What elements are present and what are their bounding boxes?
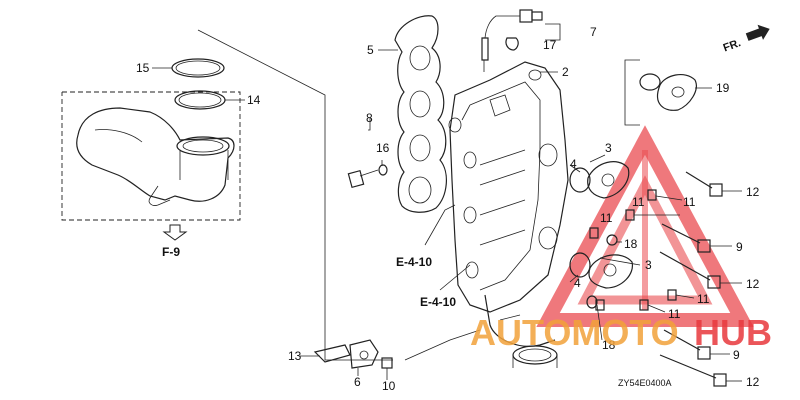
front-label: FR. <box>722 37 743 54</box>
reference-f9: F-9 <box>162 245 180 259</box>
o-ring-14 <box>174 90 226 110</box>
cover-plate-upper <box>569 161 630 199</box>
callout-18-a: 18 <box>624 237 638 251</box>
callout-18-b: 18 <box>602 338 616 352</box>
callout-11-d: 11 <box>697 292 710 306</box>
thermostat-cover-group <box>61 58 241 241</box>
callout-2: 2 <box>562 65 569 79</box>
callout-9-b: 9 <box>733 348 740 362</box>
front-arrow-icon <box>745 24 770 41</box>
drain-bolt <box>347 164 388 189</box>
diagram-code: ZY54E0400A <box>618 378 672 388</box>
callout-11-a: 11 <box>683 195 696 209</box>
o-ring-15 <box>171 58 225 78</box>
callout-8: 8 <box>366 111 373 125</box>
callout-12-c: 12 <box>746 375 760 389</box>
callout-13: 13 <box>288 349 302 363</box>
cylinder-head <box>448 61 569 368</box>
callout-17: 17 <box>543 38 557 52</box>
callout-14: 14 <box>247 93 261 107</box>
temperature-sensor <box>481 9 543 72</box>
callout-9-a: 9 <box>736 240 743 254</box>
callout-10: 10 <box>382 379 396 393</box>
watermark-text-right: HUB <box>694 312 772 353</box>
callout-12-b: 12 <box>746 277 760 291</box>
callout-5: 5 <box>367 43 374 57</box>
callout-3-upper: 3 <box>605 141 612 155</box>
front-direction-indicator: FR. <box>722 24 770 54</box>
callout-11-b: 11 <box>632 195 645 209</box>
reference-arrow-f9 <box>162 224 188 241</box>
leader-lines <box>152 23 742 382</box>
callout-3-lower: 3 <box>645 258 652 272</box>
callout-4-upper: 4 <box>570 157 577 171</box>
thermostat-cover <box>76 107 235 202</box>
callout-6: 6 <box>354 375 361 389</box>
sensor-clip <box>505 37 519 51</box>
callout-12-a: 12 <box>746 185 760 199</box>
cover-plate-lower <box>569 252 633 289</box>
callout-19: 19 <box>716 81 730 95</box>
head-gasket <box>394 15 447 213</box>
callout-7: 7 <box>590 25 597 39</box>
callout-4-lower: 4 <box>574 276 581 290</box>
inset-gasket-19 <box>624 59 697 126</box>
callout-11-c: 11 <box>600 211 613 225</box>
watermark-text-left: AUTOMOTO <box>470 312 679 353</box>
watermark-logo <box>536 125 754 327</box>
callout-11-e: 11 <box>668 307 681 321</box>
callout-16: 16 <box>376 141 390 155</box>
reference-e4-10-lower: E-4-10 <box>420 295 456 309</box>
callout-15: 15 <box>136 61 150 75</box>
sealing-washer <box>378 164 388 176</box>
wire-bracket <box>313 339 393 378</box>
reference-e4-10-upper: E-4-10 <box>396 255 432 269</box>
